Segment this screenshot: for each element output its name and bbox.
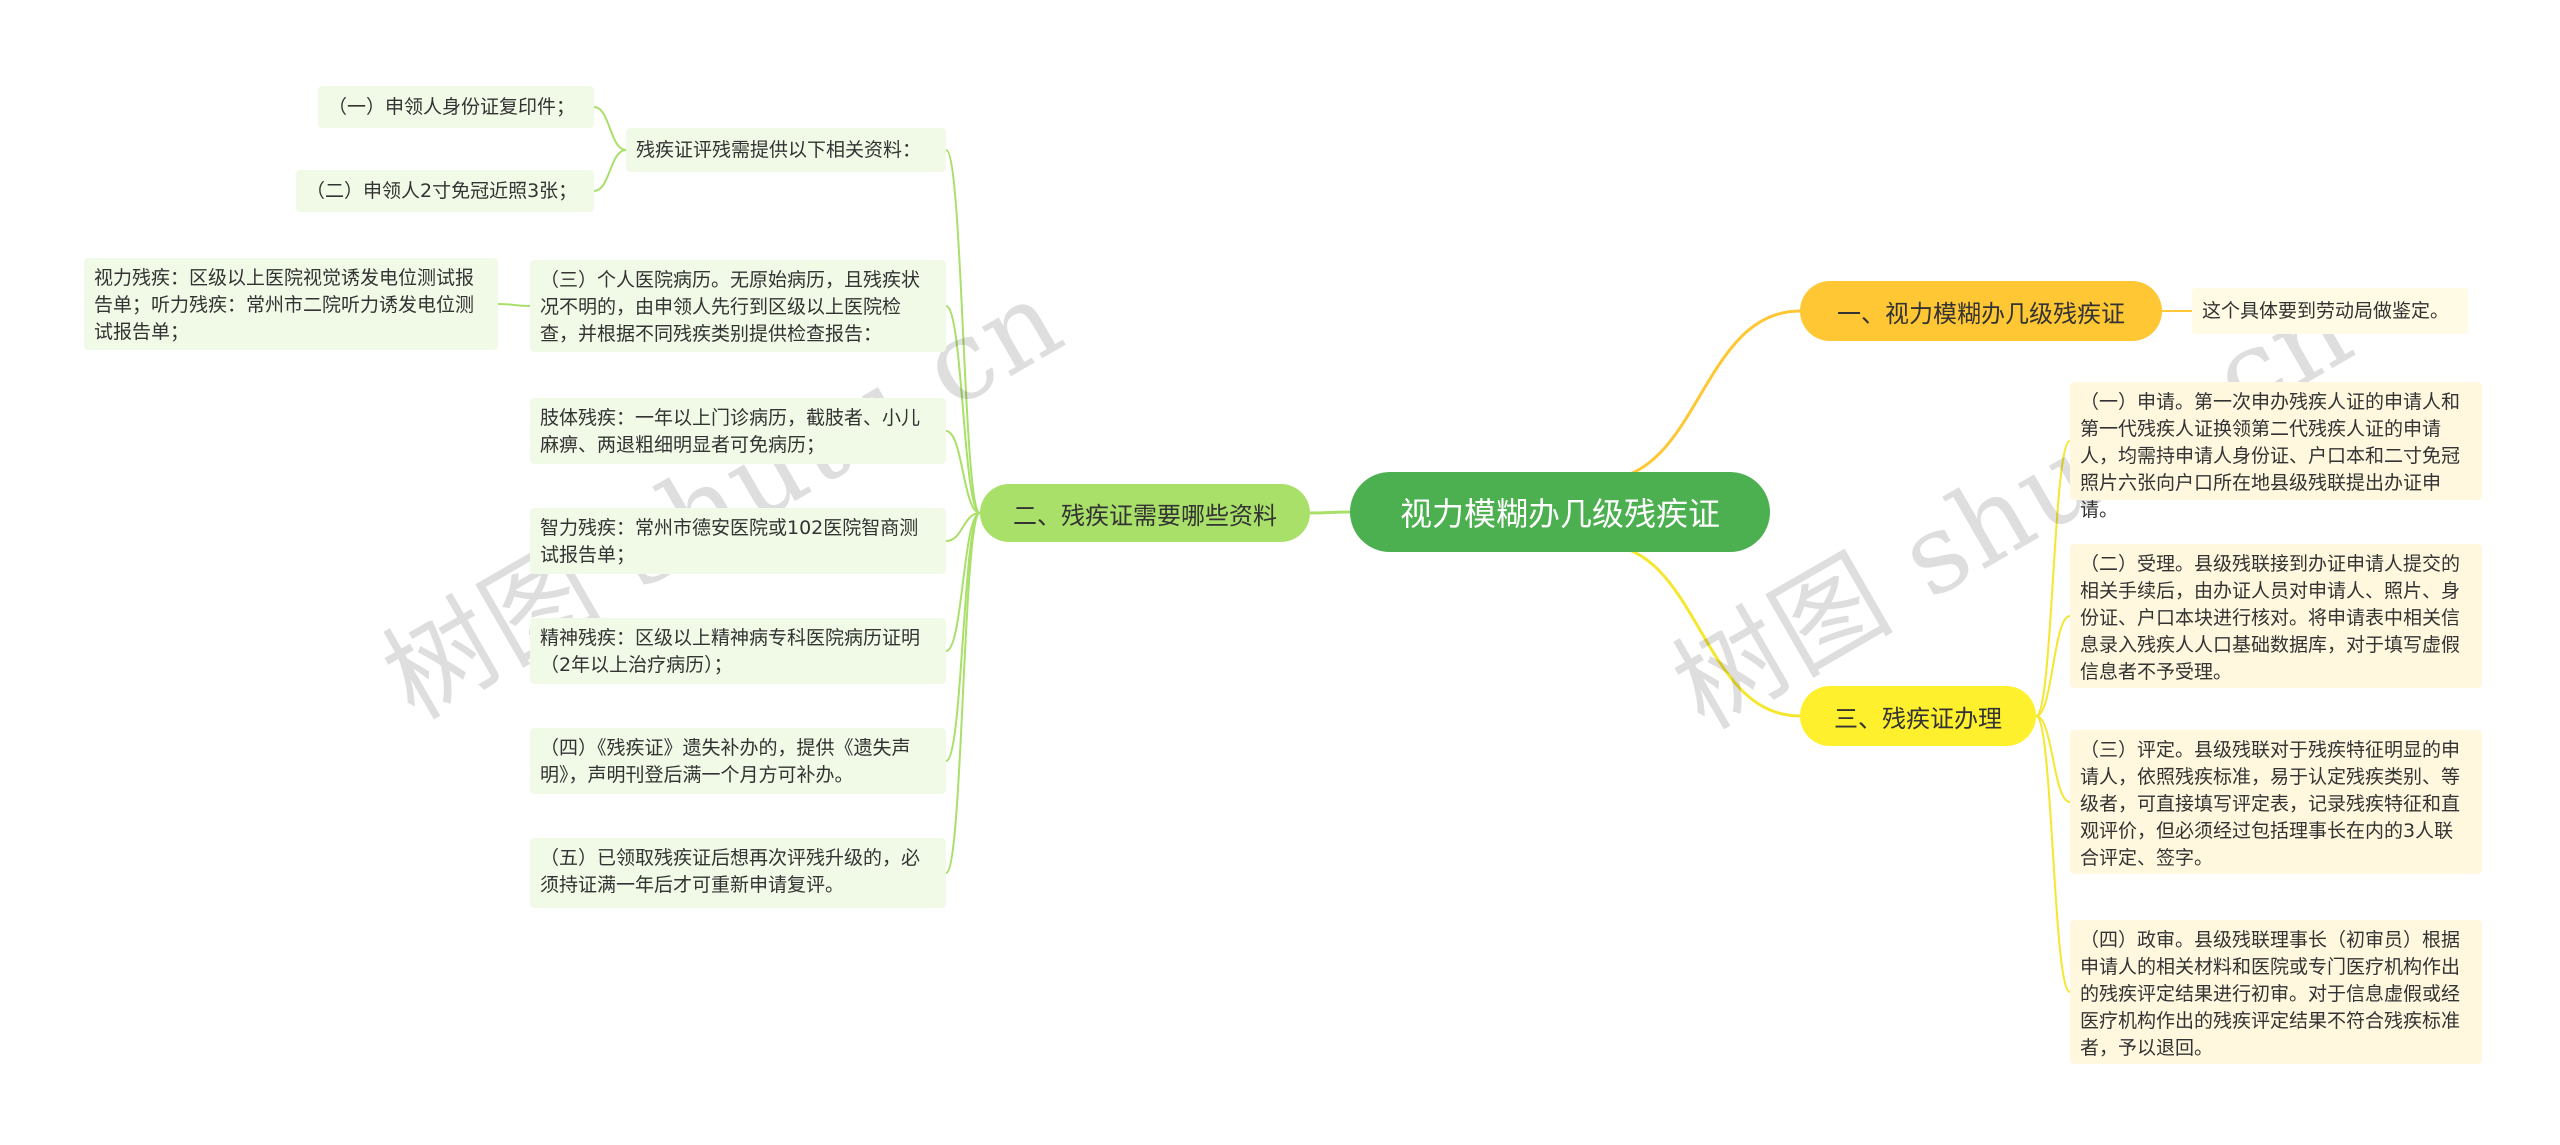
- edge-right2-n-assess: [2035, 715, 2071, 803]
- leaf-physical[interactable]: 肢体残疾：一年以上门诊病历，截肢者、小儿麻痹、两退粗细明显者可免病历；: [530, 398, 946, 464]
- leaf-medical-history[interactable]: （三）个人医院病历。无原始病历，且残疾状况不明的，由申领人先行到区级以上医院检查…: [530, 260, 946, 352]
- edge-left-n-lost: [945, 512, 981, 762]
- branch-certificate-process[interactable]: 三、残疾证办理: [1800, 686, 2036, 746]
- branch-disability-level[interactable]: 一、视力模糊办几级残疾证: [1800, 281, 2162, 341]
- edge-hdr-n-photo: [593, 149, 627, 192]
- leaf-intellectual[interactable]: 智力残疾：常州市德安医院或102医院智商测试报告单；: [530, 508, 946, 574]
- leaf-accept[interactable]: （二）受理。县级残联接到办证申请人提交的相关手续后，由办证人员对申请人、照片、身…: [2070, 544, 2482, 688]
- leaf-vision-hearing[interactable]: 视力残疾：区级以上医院视觉诱发电位测试报告单；听力残疾：常州市二院听力诱发电位测…: [84, 258, 498, 350]
- leaf-labor-bureau-note[interactable]: 这个具体要到劳动局做鉴定。: [2192, 288, 2468, 334]
- edge-right2-n-apply: [2035, 440, 2071, 717]
- edge-left-n-phy: [945, 430, 981, 514]
- leaf-materials-header[interactable]: 残疾证评残需提供以下相关资料：: [626, 128, 946, 172]
- leaf-id-copy[interactable]: （一）申领人身份证复印件；: [318, 86, 594, 128]
- leaf-review[interactable]: （四）政审。县级残联理事长（初审员）根据申请人的相关材料和医院或专门医疗机构作出…: [2070, 920, 2482, 1064]
- edge-left-n-men: [945, 512, 981, 652]
- leaf-mental[interactable]: 精神残疾：区级以上精神病专科医院病历证明（2年以上治疗病历）；: [530, 618, 946, 684]
- leaf-lost-replacement[interactable]: （四）《残疾证》遗失补办的，提供《遗失声明》，声明刊登后满一个月方可补办。: [530, 728, 946, 794]
- edge-med-vis: [497, 303, 531, 307]
- leaf-assess[interactable]: （三）评定。县级残联对于残疾特征明显的申请人，依照残疾标准，易于认定残疾类别、等…: [2070, 730, 2482, 874]
- edge-left-n-int: [945, 512, 981, 542]
- edge-left-n-upg: [945, 512, 981, 874]
- edge-right2-n-accept: [2035, 615, 2071, 717]
- edge-hdr-n-id: [593, 106, 627, 151]
- edge-right2-n-review: [2035, 715, 2071, 993]
- edge-root-left: [1309, 510, 1351, 515]
- edge-root-right1: [1599, 309, 1801, 482]
- edge-root-right2: [1599, 542, 1801, 718]
- edge-left-n-hdr: [945, 149, 981, 514]
- edge-left-n-med: [945, 305, 981, 514]
- leaf-apply[interactable]: （一）申请。第一次申办残疾人证的申请人和第一代残疾人证换领第二代残疾人证的申请人…: [2070, 382, 2482, 521]
- leaf-photo[interactable]: （二）申领人2寸免冠近照3张；: [296, 170, 594, 212]
- root-topic[interactable]: 视力模糊办几级残疾证: [1350, 472, 1770, 552]
- leaf-upgrade[interactable]: （五）已领取残疾证后想再次评残升级的，必须持证满一年后才可重新申请复评。: [530, 838, 946, 908]
- branch-required-materials[interactable]: 二、残疾证需要哪些资料: [980, 484, 1310, 542]
